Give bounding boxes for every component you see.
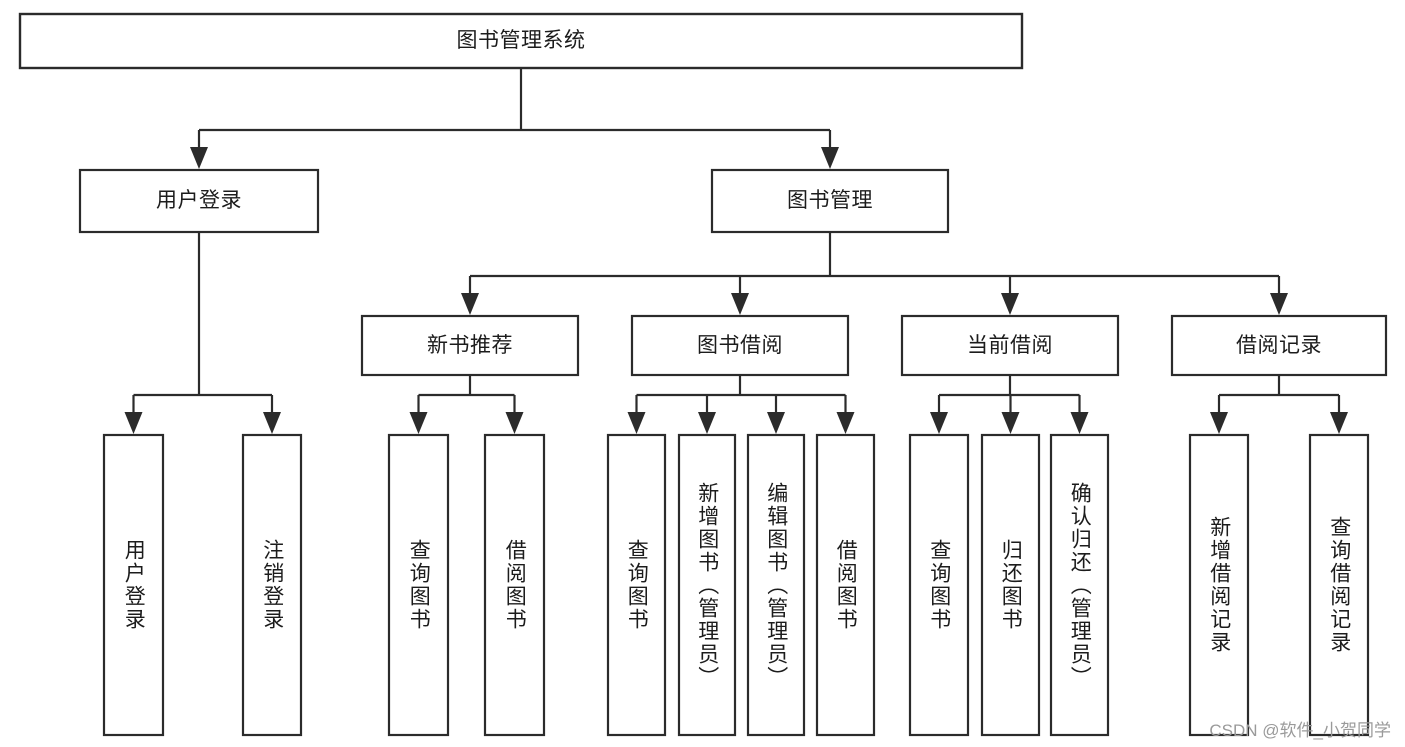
node-box-query-book-1[interactable] bbox=[387, 433, 450, 737]
node-current-borrow[interactable] bbox=[902, 316, 1118, 375]
node-add-borrow-record[interactable] bbox=[1190, 435, 1248, 735]
arrow-icon-new-book-recommend-1 bbox=[505, 412, 524, 434]
node-query-borrow-record[interactable] bbox=[1310, 435, 1368, 735]
node-box-borrow-book-1[interactable] bbox=[483, 433, 546, 737]
node-box-edit-book-admin[interactable] bbox=[746, 433, 806, 737]
node-box-query-book-3[interactable] bbox=[908, 433, 970, 737]
node-new-book-recommend[interactable] bbox=[362, 316, 578, 375]
node-book-borrow[interactable] bbox=[632, 316, 848, 375]
node-box-root[interactable] bbox=[18, 12, 1024, 70]
node-box-new-book-recommend[interactable] bbox=[360, 314, 580, 377]
node-box-current-borrow[interactable] bbox=[900, 314, 1120, 377]
node-query-book-3[interactable] bbox=[910, 435, 968, 735]
node-borrow-book-1[interactable] bbox=[485, 435, 544, 735]
node-confirm-return-admin[interactable] bbox=[1051, 435, 1108, 735]
arrow-icon-book-borrow-2 bbox=[767, 412, 785, 434]
node-box-return-book[interactable] bbox=[980, 433, 1041, 737]
arrow-icon-current-borrow-0 bbox=[930, 412, 948, 434]
node-borrow-records[interactable] bbox=[1172, 316, 1386, 375]
arrow-icon-borrow-records-1 bbox=[1330, 412, 1348, 434]
arrow-icon-book-borrow-3 bbox=[836, 412, 855, 434]
arrow-icon-user-login-0 bbox=[124, 412, 143, 434]
node-return-book[interactable] bbox=[982, 435, 1039, 735]
arrow-icon-book-management-2 bbox=[1001, 293, 1019, 315]
arrow-icon-book-management-3 bbox=[1270, 293, 1288, 315]
node-box-book-borrow[interactable] bbox=[630, 314, 850, 377]
node-root[interactable] bbox=[20, 14, 1022, 68]
arrow-icon-book-borrow-0 bbox=[627, 412, 646, 434]
node-box-borrow-book-2[interactable] bbox=[815, 433, 876, 737]
node-query-book-1[interactable] bbox=[389, 435, 448, 735]
node-add-book-admin[interactable] bbox=[679, 435, 735, 735]
arrow-icon-book-management-0 bbox=[461, 293, 479, 315]
node-user-login[interactable] bbox=[80, 170, 318, 232]
node-box-confirm-return-admin[interactable] bbox=[1049, 433, 1110, 737]
node-box-borrow-records[interactable] bbox=[1170, 314, 1388, 377]
arrow-icon-root-1 bbox=[821, 147, 839, 169]
node-book-management[interactable] bbox=[712, 170, 948, 232]
arrow-icon-current-borrow-1 bbox=[1001, 412, 1020, 434]
node-user-logout-leaf[interactable] bbox=[243, 435, 301, 735]
node-box-add-book-admin[interactable] bbox=[677, 433, 737, 737]
node-user-login-leaf[interactable] bbox=[104, 435, 163, 735]
node-edit-book-admin[interactable] bbox=[748, 435, 804, 735]
node-box-add-borrow-record[interactable] bbox=[1188, 433, 1250, 737]
arrow-icon-borrow-records-0 bbox=[1210, 412, 1228, 434]
node-box-user-login[interactable] bbox=[78, 168, 320, 234]
arrow-icon-user-login-1 bbox=[263, 412, 281, 434]
node-box-query-borrow-record[interactable] bbox=[1308, 433, 1370, 737]
arrow-icon-current-borrow-2 bbox=[1070, 412, 1089, 434]
arrow-icon-root-0 bbox=[190, 147, 208, 169]
node-box-user-logout-leaf[interactable] bbox=[241, 433, 303, 737]
arrow-icon-book-management-1 bbox=[731, 293, 749, 315]
node-box-user-login-leaf[interactable] bbox=[102, 433, 165, 737]
node-box-query-book-2[interactable] bbox=[606, 433, 667, 737]
node-query-book-2[interactable] bbox=[608, 435, 665, 735]
arrow-icon-new-book-recommend-0 bbox=[409, 412, 428, 434]
arrow-icon-book-borrow-1 bbox=[698, 412, 716, 434]
node-borrow-book-2[interactable] bbox=[817, 435, 874, 735]
